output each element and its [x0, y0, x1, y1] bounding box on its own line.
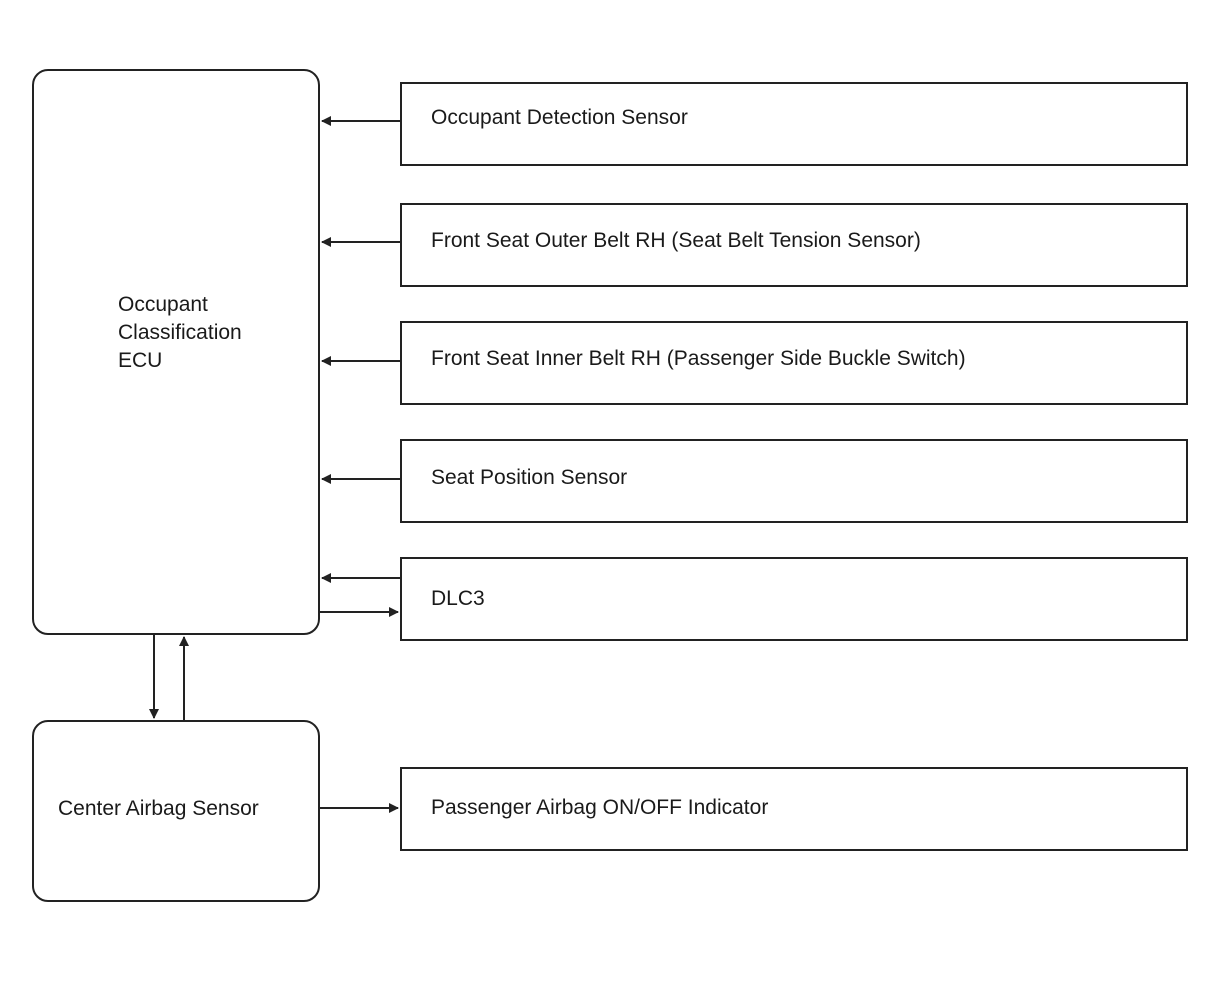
seat-position-sensor-label: Seat Position Sensor	[431, 466, 628, 489]
ecu-label: Occupant Classification ECU	[118, 291, 242, 375]
seat-position-sensor-block: Seat Position Sensor	[400, 439, 1188, 523]
dlc3-block: DLC3	[400, 557, 1188, 641]
center-airbag-sensor-label: Center Airbag Sensor	[58, 797, 259, 820]
passenger-airbag-indicator-block: Passenger Airbag ON/OFF Indicator	[400, 767, 1188, 851]
front-seat-inner-belt-label: Front Seat Inner Belt RH (Passenger Side…	[431, 347, 966, 370]
occupant-classification-ecu-block: Occupant Classification ECU	[32, 69, 320, 635]
ecu-label-line-3: ECU	[118, 349, 163, 372]
dlc3-label: DLC3	[431, 587, 485, 610]
ecu-label-line-2: Classification	[118, 321, 242, 344]
occupant-detection-sensor-label: Occupant Detection Sensor	[431, 106, 688, 129]
ecu-label-line-1: Occupant	[118, 293, 208, 316]
occupant-detection-sensor-block: Occupant Detection Sensor	[400, 82, 1188, 166]
front-seat-outer-belt-label: Front Seat Outer Belt RH (Seat Belt Tens…	[431, 229, 921, 252]
passenger-airbag-indicator-label: Passenger Airbag ON/OFF Indicator	[431, 796, 769, 819]
front-seat-inner-belt-block: Front Seat Inner Belt RH (Passenger Side…	[400, 321, 1188, 405]
front-seat-outer-belt-block: Front Seat Outer Belt RH (Seat Belt Tens…	[400, 203, 1188, 287]
center-airbag-sensor-block: Center Airbag Sensor	[32, 720, 320, 902]
